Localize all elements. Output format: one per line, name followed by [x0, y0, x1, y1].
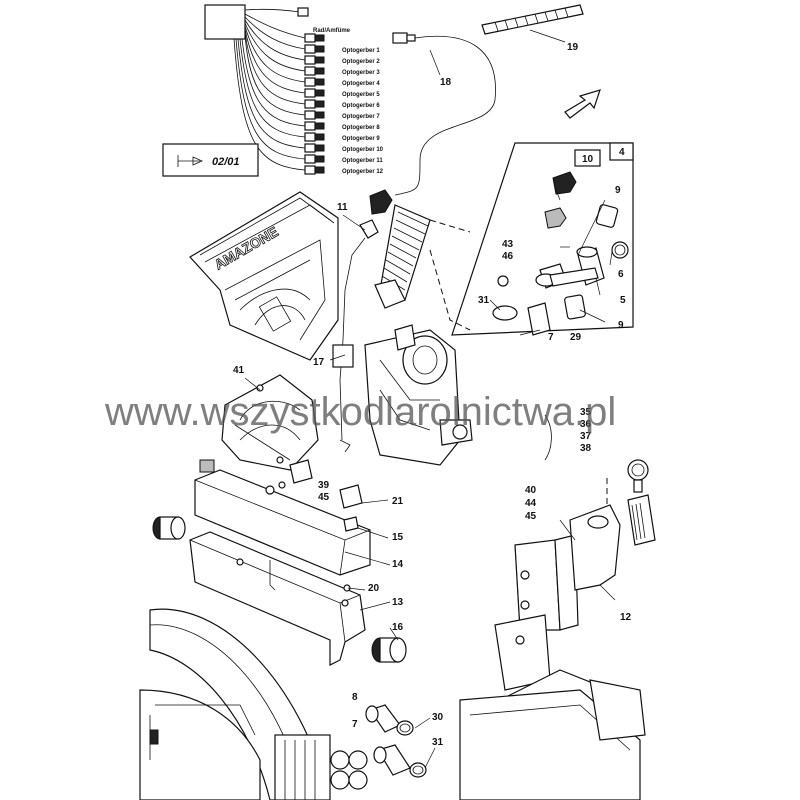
hose-19: [481, 4, 584, 43]
spring-clip: [544, 414, 552, 461]
harness-plug: [304, 77, 325, 87]
callout-7-inset: 7: [548, 332, 554, 343]
harness-plug: [304, 132, 325, 142]
harness-plug: [304, 44, 325, 54]
connector-label: Optogerber 9: [342, 136, 380, 142]
callout-19: 19: [567, 42, 579, 53]
corrugated-tube: [379, 204, 471, 331]
callout-46: 46: [502, 251, 514, 262]
callout-11: 11: [337, 202, 348, 213]
callout-13: 13: [392, 597, 404, 608]
harness-plug: [304, 88, 325, 98]
harness-plug: [304, 66, 325, 76]
harness-plug: [304, 99, 325, 109]
callout-7-bottom: 7: [352, 719, 358, 730]
callout-6: 6: [618, 269, 624, 280]
callout-12: 12: [620, 612, 632, 623]
harness-wires: [233, 13, 306, 171]
connector-label: Optogerber 2: [342, 59, 380, 65]
inset-label-4: 4: [619, 147, 625, 158]
callout-35: 35: [580, 407, 592, 418]
connector-label: Optogerber 3: [342, 70, 380, 76]
bracket-assembly: [189, 459, 371, 666]
metering-housing: [221, 374, 319, 471]
inset-label-10: 10: [582, 154, 594, 165]
callout-40: 40: [525, 485, 537, 496]
harness-plugs: [304, 33, 325, 175]
sensor-cable: [392, 32, 496, 196]
connector-label: Optogerber 4: [342, 81, 380, 87]
direction-arrow-icon: [564, 89, 601, 119]
hose-couplings: [365, 704, 427, 778]
callout-8: 8: [352, 692, 358, 703]
harness-plug: [304, 154, 325, 164]
callout-36: 36: [580, 419, 592, 430]
callout-44: 44: [525, 498, 537, 509]
connector-label: Optogerber 10: [342, 147, 384, 153]
callout-29: 29: [570, 332, 582, 343]
callout-30: 30: [432, 712, 444, 723]
callout-14: 14: [392, 559, 404, 570]
connector-label: Optogerber 11: [342, 158, 383, 164]
harness-plug: [304, 110, 325, 120]
callout-17: 17: [313, 357, 325, 368]
connector-label: Rad/Amfüme: [313, 28, 351, 34]
harness-control-box: [204, 4, 246, 40]
connector-label: Optogerber 8: [342, 125, 380, 131]
connector-label: Optogerber 5: [342, 92, 380, 98]
callout-31-bottom: 31: [432, 737, 444, 748]
callout-41: 41: [233, 365, 245, 376]
drive-unit: [364, 324, 473, 466]
callout-45-left: 45: [318, 492, 330, 503]
reference-box: 02/01: [162, 143, 259, 177]
callout-15: 15: [392, 532, 404, 543]
connector-label: Optogerber 1: [342, 48, 380, 54]
harness-plug: [304, 121, 325, 131]
seed-hopper: AMAZONE: [189, 191, 339, 361]
callout-9-bottom: 9: [618, 320, 624, 331]
callout-39: 39: [318, 480, 330, 491]
rubber-buffers: [152, 516, 407, 663]
callout-45-right: 45: [525, 511, 537, 522]
harness-plug: [304, 33, 325, 43]
callout-16: 16: [392, 622, 404, 633]
inset-detail: 4 10: [451, 142, 634, 336]
harness-plug: [304, 55, 325, 65]
callout-21: 21: [392, 496, 404, 507]
callout-5: 5: [620, 295, 626, 306]
watermark-text: www.wszystkodlarolnictwa.pl: [104, 390, 616, 434]
callout-20: 20: [368, 583, 380, 594]
leader-lines: [244, 49, 616, 769]
connector-label: Optogerber 7: [342, 114, 380, 120]
callout-43: 43: [502, 239, 514, 250]
callout-31-inset: 31: [478, 295, 490, 306]
callout-18: 18: [440, 77, 452, 88]
gauge-bracket: [459, 459, 656, 800]
optical-sensor: [332, 189, 406, 453]
callout-numbers: 19 18 11 9 43 46 6 5 31 7 29 9 17 41 35 …: [233, 42, 632, 748]
callout-38: 38: [580, 443, 592, 454]
connector-label: Optogerber 6: [342, 103, 380, 109]
harness-plug: [304, 165, 325, 175]
reference-box-text: 02/01: [212, 156, 240, 168]
connector-label: Optogerber 12: [342, 169, 384, 175]
callout-9-top: 9: [615, 185, 621, 196]
callout-37: 37: [580, 431, 592, 442]
harness-plug: [304, 143, 325, 153]
